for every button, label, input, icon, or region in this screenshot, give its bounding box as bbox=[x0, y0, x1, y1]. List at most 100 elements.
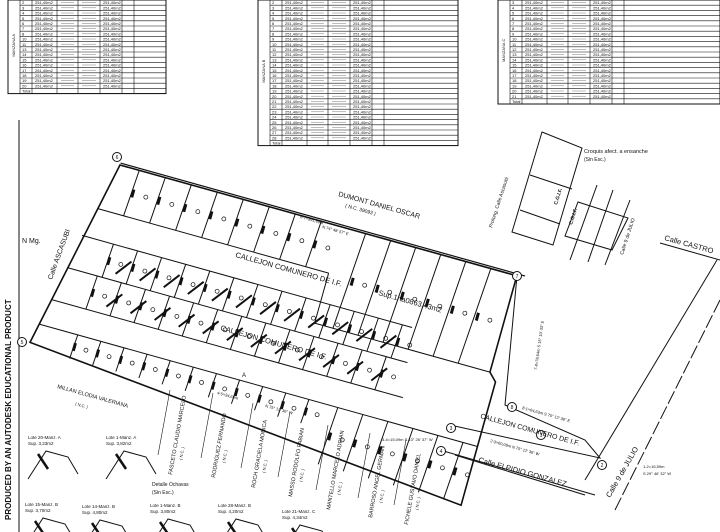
lot-line bbox=[314, 272, 330, 324]
leader-arrow bbox=[346, 360, 364, 375]
lot-number-marker bbox=[412, 296, 418, 302]
table-cell-lot: 2 bbox=[272, 0, 275, 5]
table-cell-area: 251,40m2 bbox=[593, 52, 612, 57]
table-cell-area: 251,40m2 bbox=[593, 83, 612, 88]
lot-number-marker bbox=[273, 231, 279, 236]
side-78: 7-8=78,64m S 15° 10' 33" E bbox=[533, 320, 545, 370]
leader-arrow bbox=[187, 281, 205, 295]
leader-arrow bbox=[259, 301, 277, 315]
calle-castro-label: Calle CASTRO bbox=[663, 233, 714, 255]
lot-number-marker bbox=[299, 238, 305, 244]
vertex-label: 1 bbox=[540, 433, 543, 439]
table-cell-area: 251,40m2 bbox=[103, 16, 122, 21]
table-cell-area: 251,40m2 bbox=[525, 0, 544, 5]
leader-arrow bbox=[250, 333, 268, 348]
dimension-tick bbox=[210, 381, 216, 390]
detail-sketch bbox=[33, 517, 71, 532]
table-cell-area: 251,40m2 bbox=[593, 63, 612, 68]
table-cell-area: 251,40m2 bbox=[593, 31, 612, 36]
table-cell-area: 251,40m2 bbox=[525, 11, 544, 16]
vertex-label: 2 bbox=[601, 463, 604, 469]
leader-arrow bbox=[298, 347, 316, 362]
table-cell-area: 251,40m2 bbox=[285, 109, 304, 114]
table-cell-lot: 7 bbox=[512, 21, 515, 26]
lot-number-marker bbox=[383, 335, 389, 341]
table-cell-area: 251,40m2 bbox=[35, 21, 54, 26]
detail-sup: Sup. 3,82m2 bbox=[106, 441, 132, 446]
dimension-tick bbox=[395, 337, 401, 346]
table-cell-area: 251,40m2 bbox=[525, 78, 544, 83]
table-cell-area: 251,40m2 bbox=[285, 21, 304, 26]
table-cell-lot: 3 bbox=[22, 5, 25, 10]
table-cell-area: 251,40m2 bbox=[103, 68, 122, 73]
detail-sup: Sup. 4,80m2 bbox=[82, 510, 108, 515]
table-cell-area: 251,40m2 bbox=[103, 0, 122, 5]
neighbor-divider bbox=[240, 402, 254, 469]
detail-tick bbox=[226, 521, 237, 532]
table-cell-area: 251,40m2 bbox=[35, 47, 54, 52]
lot-number-marker bbox=[407, 342, 413, 348]
vertex-marker: 2 bbox=[597, 460, 607, 470]
detail-lote: Lote 21-Manz. C bbox=[282, 509, 316, 514]
neighbor-divider bbox=[393, 439, 407, 506]
dimension-tick bbox=[474, 312, 480, 321]
table-cell-lot: 18 bbox=[512, 78, 517, 83]
lot-number-marker bbox=[465, 472, 470, 478]
detail-sketch bbox=[91, 519, 127, 532]
detail-sup: Sup. 3,23m2 bbox=[28, 441, 54, 446]
detail-tick bbox=[33, 520, 44, 532]
lot-number-marker bbox=[291, 405, 297, 411]
table-cell-lot: 11 bbox=[22, 42, 27, 47]
table-cell-area: 251,40m2 bbox=[353, 37, 372, 42]
detail-sketch bbox=[294, 524, 324, 532]
dimension-tick bbox=[352, 439, 358, 448]
leader-arrow bbox=[331, 321, 349, 336]
table-cell-area: 251,40m2 bbox=[593, 11, 612, 16]
table-cell-area: 251,40m2 bbox=[285, 0, 304, 5]
table-cell-area: 251,40m2 bbox=[525, 73, 544, 78]
detail-sketch bbox=[105, 450, 157, 480]
neighbor: FICHELE GUSTAVO DANIEL( N.C. ) bbox=[393, 439, 423, 525]
neighbor-nc: ( N.C. ) bbox=[414, 496, 421, 510]
neighbor-nc: ( N.C. ) bbox=[378, 489, 385, 503]
watermark: PRODUCED BY AN AUTODESK EDUCATIONAL PROD… bbox=[4, 299, 13, 520]
vertex-circle bbox=[436, 446, 446, 456]
table-cell-lot: Total bbox=[22, 89, 31, 94]
dimension-tick bbox=[452, 467, 458, 476]
lot-number-marker bbox=[176, 373, 181, 379]
table-cell-lot: 23 bbox=[272, 109, 277, 114]
lot-number-marker bbox=[389, 451, 395, 457]
table-cell-lot: Total bbox=[272, 141, 281, 146]
table-cell-area: 251,40m2 bbox=[35, 31, 54, 36]
table-cell-lot: 13 bbox=[512, 52, 517, 57]
table-cell-lot: 22 bbox=[272, 104, 277, 109]
lot-number-marker bbox=[166, 275, 172, 281]
table-cell-lot: 3 bbox=[272, 5, 275, 10]
table-cell-area: 251,40m2 bbox=[593, 37, 612, 42]
cgif-label-1: C.G.I.F. bbox=[553, 187, 564, 206]
table-cell-lot: 18 bbox=[22, 73, 27, 78]
lot-number-marker bbox=[152, 367, 158, 372]
table-cell-area: 251,40m2 bbox=[525, 89, 544, 94]
leader-arrow bbox=[153, 307, 172, 321]
table-cell-lot: 5 bbox=[272, 16, 275, 21]
table-cell-area: 251,40m2 bbox=[353, 31, 372, 36]
lot-number-marker bbox=[222, 386, 227, 392]
dimension-tick bbox=[279, 400, 285, 410]
table-cell-area: 251,40m2 bbox=[35, 0, 54, 5]
table-cell-lot: 9 bbox=[272, 37, 275, 42]
detail-sup: Sup. 3,80m2 bbox=[150, 509, 176, 514]
table-cell-lot: Total bbox=[512, 99, 521, 104]
table-cell-area: 251,40m2 bbox=[103, 63, 122, 68]
lot-number-marker bbox=[262, 302, 268, 308]
table-cell-area: 251,40m2 bbox=[285, 52, 304, 57]
table-cell-area: 251,40m2 bbox=[285, 11, 304, 16]
lot-number-marker bbox=[246, 334, 252, 339]
table-cell-area: 251,40m2 bbox=[35, 5, 54, 10]
lot-number-marker bbox=[343, 361, 348, 366]
table-cell-lot: 6 bbox=[512, 16, 515, 21]
